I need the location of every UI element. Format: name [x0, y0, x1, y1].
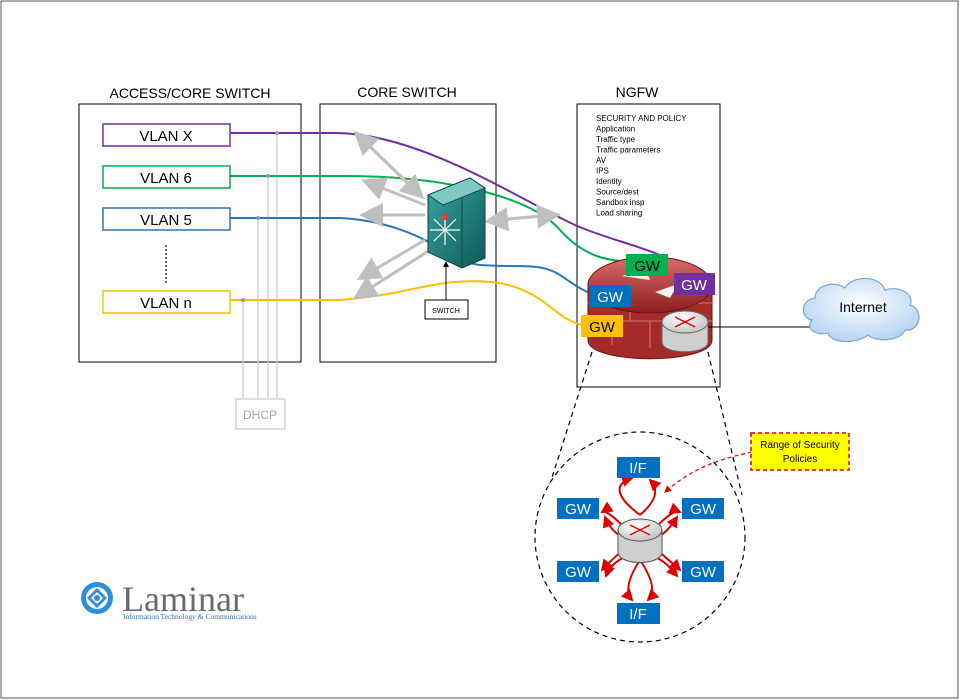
zoom-gw-bottom-right-label: GW: [690, 564, 717, 581]
gw-orange: [581, 315, 623, 337]
zoom-line-right: [707, 351, 743, 496]
gw-purple: [674, 273, 715, 295]
vlan-x-label: VLAN X: [139, 128, 192, 145]
vlan-6-box: [102, 165, 231, 189]
internet-cloud: Internet: [802, 277, 920, 343]
policy-item: Source/dest: [596, 188, 639, 197]
policy-item: Traffic type: [596, 135, 636, 144]
zoom-if-top-label: I/F: [629, 460, 647, 477]
vlan-5-label: VLAN 5: [140, 212, 192, 229]
policy-list: SECURITY AND POLICY Application Traffic …: [596, 114, 687, 218]
zoom-gw-top-left: [557, 498, 599, 519]
zoom-gw-bottom-left: [557, 561, 599, 582]
zoom-if-bottom-label: I/F: [629, 606, 647, 623]
callout-line-2: Policies: [783, 454, 817, 465]
zoom-gw-bottom-right: [682, 561, 724, 582]
dhcp-connectors: [242, 135, 278, 400]
vlan-5-tap: [256, 216, 260, 220]
router-icon: [661, 310, 709, 353]
zoom-gw-top-right-label: GW: [690, 501, 717, 518]
gw-green-label: GW: [634, 258, 661, 275]
gw-purple-label: GW: [681, 277, 708, 294]
ngfw-header: NGFW: [616, 84, 660, 100]
laminar-logo: [81, 582, 113, 614]
policy-item: Sandbox insp: [596, 198, 645, 207]
policy-item: Traffic parameters: [596, 146, 660, 155]
zoom-if-top: [617, 457, 660, 478]
vlan-6-tap: [266, 174, 270, 178]
zoom-line-left: [547, 351, 593, 491]
zoom-if-bottom: [617, 603, 660, 624]
policy-item: AV: [596, 156, 607, 165]
callout-box: [750, 432, 850, 471]
core-switch-header: CORE SWITCH: [357, 84, 457, 100]
logo-name: Laminar: [122, 579, 244, 619]
vlan-n-label: VLAN n: [140, 295, 192, 312]
vlan-6-label: VLAN 6: [140, 170, 192, 187]
gw-orange-label: GW: [589, 319, 616, 336]
zoom-gw-top-left-label: GW: [565, 501, 592, 518]
zoom-gw-bottom-left-label: GW: [565, 564, 592, 581]
core-switch-arrows: [352, 130, 561, 300]
callout-pointer: [664, 451, 753, 493]
dhcp-label: DHCP: [243, 408, 277, 422]
switch-box: [424, 299, 469, 320]
vlan-n-path: [230, 280, 591, 327]
switch-label: SWITCH: [432, 308, 460, 315]
gw-green: [626, 254, 668, 276]
vlan-n-tap: [241, 298, 245, 302]
dhcp-box: [235, 398, 286, 430]
callout-line-1: Range of Security: [760, 440, 840, 451]
vlan-x-box: [102, 123, 231, 147]
zoom-gw-top-right: [682, 498, 724, 519]
vlan-x-tap: [275, 131, 279, 135]
vlan-5-path: [230, 217, 601, 297]
access-core-switch-box: [78, 103, 302, 363]
access-core-switch-header: ACCESS/CORE SWITCH: [109, 85, 270, 101]
gw-blue: [589, 285, 631, 307]
gw-blue-label: GW: [597, 289, 624, 306]
internet-label: Internet: [839, 299, 887, 315]
vlan-5-box: [102, 207, 231, 231]
zoom-router-icon: [617, 518, 663, 563]
vlan-n-box: [102, 290, 231, 314]
policy-item: SECURITY AND POLICY: [596, 114, 687, 123]
policy-item: IPS: [596, 167, 609, 176]
core-switch-icon: [427, 177, 486, 269]
policy-item: Identity: [596, 177, 622, 186]
policy-item: Load sharing: [596, 209, 642, 218]
logo-tagline: Information Technology & Communications: [123, 612, 257, 621]
policy-item: Application: [596, 125, 635, 134]
